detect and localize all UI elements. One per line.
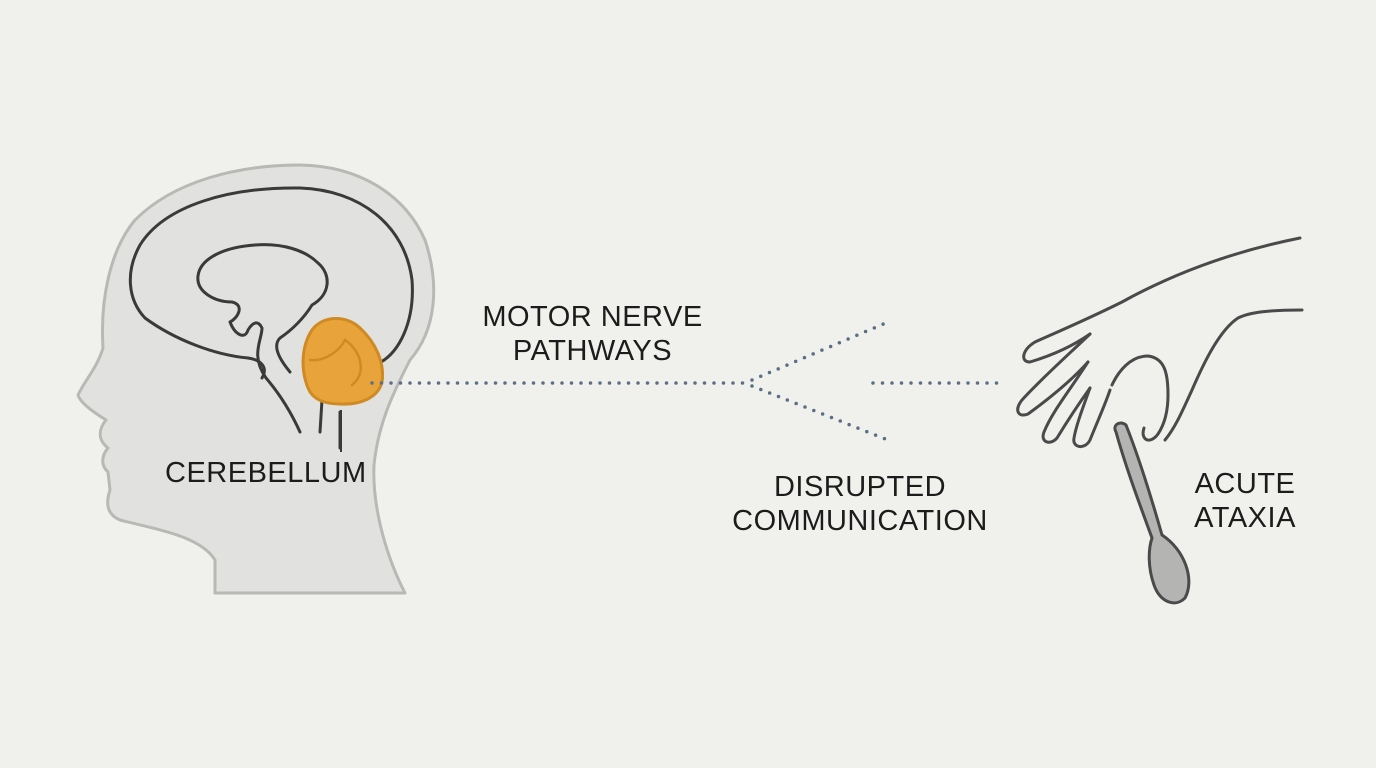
signal-dots [370, 320, 1000, 442]
disrupted-communication-label: DISRUPTED COMMUNICATION [705, 470, 1015, 538]
cerebellum-label-text: CEREBELLUM [165, 457, 367, 489]
ataxia-label-line2: ATAXIA [1194, 502, 1296, 534]
disrupted-label-line1: DISRUPTED [773, 471, 947, 503]
spoon-icon [1113, 421, 1191, 605]
pathways-label-line2: PATHWAYS [512, 335, 673, 367]
hand-icon [1016, 236, 1304, 448]
head-profile-icon [76, 163, 436, 595]
signal-line-upper-branch [750, 320, 890, 382]
motor-nerve-pathways-label: MOTOR NERVE PATHWAYS [470, 300, 715, 368]
acute-ataxia-label: ACUTE ATAXIA [1180, 467, 1310, 535]
disrupted-label-line2: COMMUNICATION [732, 505, 988, 537]
signal-line-lower-branch [750, 384, 890, 442]
cerebellum-icon [301, 317, 385, 406]
ataxia-label-line1: ACUTE [1194, 468, 1296, 500]
cerebellum-label: CEREBELLUM [165, 456, 367, 490]
pathways-label-line1: MOTOR NERVE [482, 301, 703, 333]
